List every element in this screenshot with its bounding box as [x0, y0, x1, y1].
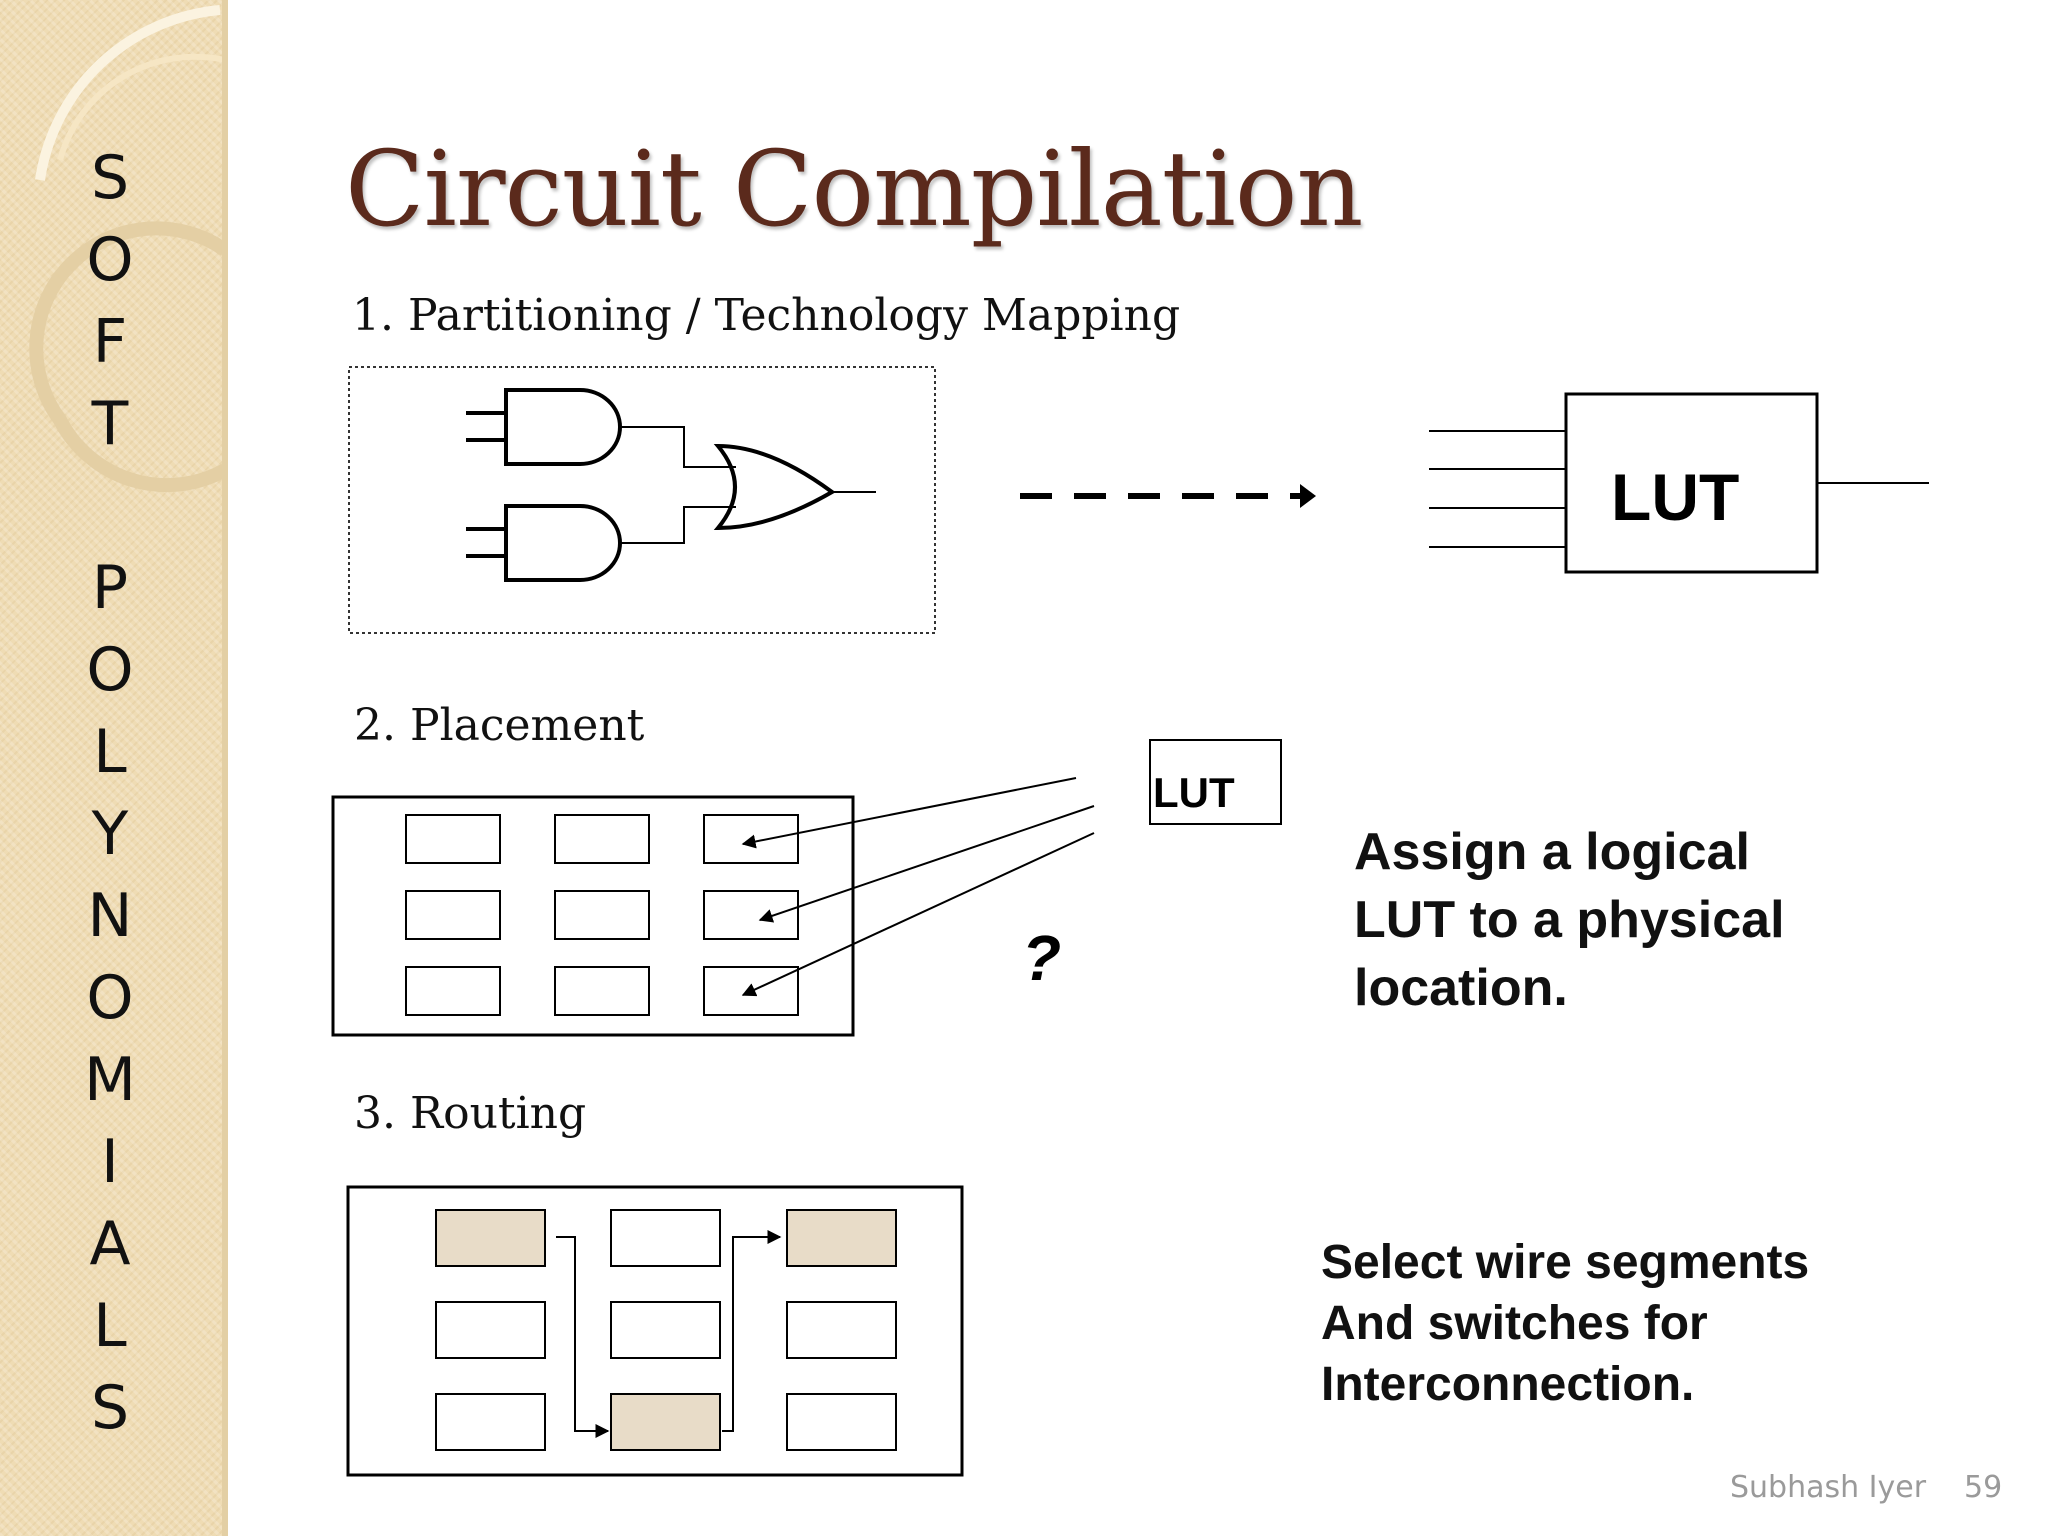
routing-paths — [556, 1230, 782, 1438]
routing-cell-target — [786, 1209, 897, 1267]
placement-cell — [405, 890, 501, 940]
vertical-letter: L — [93, 1291, 127, 1361]
sidebar-decoration — [0, 0, 227, 1536]
circuit-wires — [620, 426, 736, 544]
routing-description: Select wire segments And switches for In… — [1321, 1232, 1809, 1415]
vertical-letter: M — [84, 1045, 136, 1115]
routing-cell — [786, 1301, 897, 1359]
routing-grid — [346, 1185, 964, 1477]
question-mark: ? — [1022, 922, 1061, 994]
routing-description-line: And switches for — [1321, 1297, 1708, 1350]
page-number: 59 — [1964, 1470, 2003, 1505]
routing-cell-source — [435, 1209, 546, 1267]
placement-description: Assign a logical LUT to a physical locat… — [1354, 818, 1785, 1022]
vertical-letter: P — [91, 553, 129, 623]
mapping-arrow-head — [1300, 484, 1316, 508]
placement-cell — [554, 814, 650, 864]
or-gate — [713, 443, 876, 531]
vertical-letter: S — [90, 1373, 130, 1443]
placement-cell — [554, 966, 650, 1016]
vertical-letter: Y — [91, 799, 129, 869]
gate-circuit — [348, 366, 936, 634]
sidebar-circles — [29, 5, 227, 493]
placement-grid — [331, 795, 855, 1037]
vertical-letter: N — [87, 881, 133, 951]
routing-cell — [786, 1393, 897, 1451]
step-routing-label: 3. Routing — [354, 1088, 587, 1139]
vertical-letter: T — [91, 389, 129, 459]
step-placement-label: 2. Placement — [354, 700, 645, 751]
routing-cell-switch — [610, 1393, 721, 1451]
placement-description-line: LUT to a physical — [1354, 891, 1785, 949]
page-title: Circuit Compilation — [345, 128, 1363, 250]
routing-cell — [435, 1301, 546, 1359]
and-gate-bottom — [466, 504, 622, 582]
footer-author: Subhash Iyer — [1730, 1470, 1927, 1505]
routing-description-line: Interconnection. — [1321, 1358, 1695, 1411]
sidebar-edge — [222, 0, 228, 1536]
vertical-letter: O — [86, 963, 134, 1033]
placement-arrows — [741, 777, 1095, 997]
lut-small-label: LUT — [1153, 769, 1235, 816]
lut-block: LUT — [1429, 392, 1929, 574]
placement-cell — [703, 814, 799, 864]
vertical-letter: I — [101, 1127, 119, 1197]
placement-cell — [703, 890, 799, 940]
vertical-letter: A — [89, 1209, 131, 1279]
step-partitioning-label: 1. Partitioning / Technology Mapping — [352, 290, 1181, 341]
routing-cell — [610, 1209, 721, 1267]
placement-cell — [703, 966, 799, 1016]
vertical-letter: O — [86, 635, 134, 705]
placement-cell — [554, 890, 650, 940]
routing-cell — [610, 1301, 721, 1359]
lut-small: LUT — [1149, 739, 1282, 825]
vertical-letter: F — [92, 307, 128, 377]
placement-description-line: Assign a logical — [1354, 823, 1750, 881]
vertical-letter: S — [90, 143, 130, 213]
vertical-letter: O — [86, 225, 134, 295]
lut-big-label: LUT — [1611, 460, 1739, 534]
and-gate-top — [466, 388, 622, 466]
circuit-dashed-box — [348, 366, 936, 634]
vertical-letter: L — [93, 717, 127, 787]
placement-description-line: location. — [1354, 959, 1568, 1017]
placement-cell — [405, 814, 501, 864]
routing-description-line: Select wire segments — [1321, 1236, 1810, 1289]
routing-cell — [435, 1393, 546, 1451]
placement-cell — [405, 966, 501, 1016]
